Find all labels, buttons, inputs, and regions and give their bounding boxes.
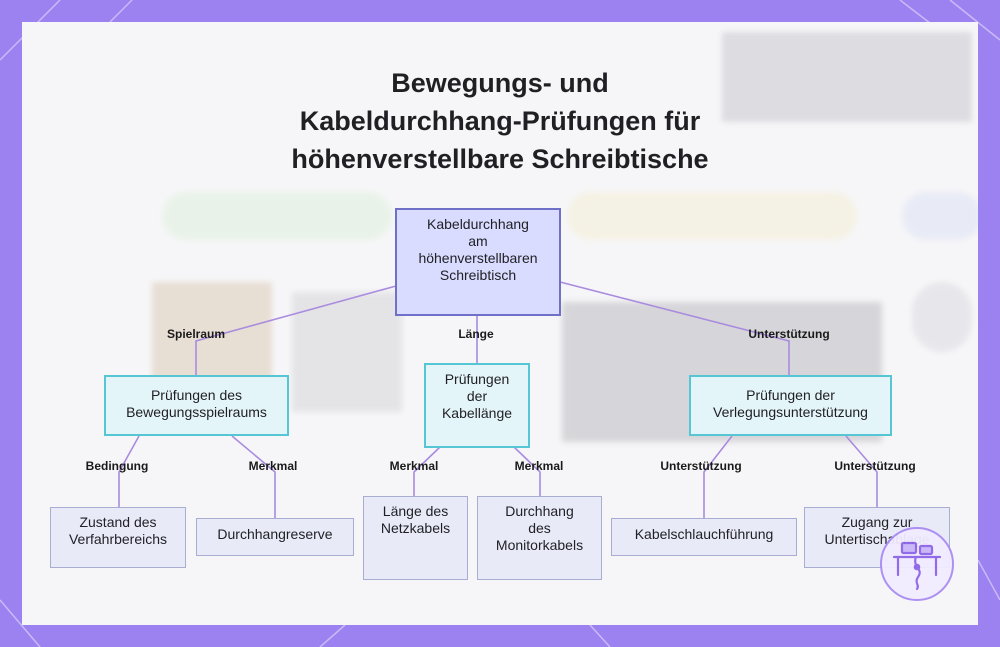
edge-label-merkmal-slack: Merkmal bbox=[249, 459, 298, 473]
node-monitor-cable-sag: Durchhang des Monitorkabels bbox=[477, 496, 602, 580]
edge-routing-hose bbox=[704, 436, 732, 518]
edge-label-bedingung: Bedingung bbox=[86, 459, 149, 473]
edge-label-laenge: Länge bbox=[458, 327, 493, 341]
edge-label-unterstuetzung-tray: Unterstützung bbox=[834, 459, 915, 473]
node-power-cable-length: Länge des Netzkabels bbox=[363, 496, 468, 580]
edge-label-unterstuetzung-hose: Unterstützung bbox=[660, 459, 741, 473]
edge-root-movement bbox=[196, 286, 396, 375]
node-root: Kabeldurchhang am höhenverstellbaren Sch… bbox=[395, 208, 561, 316]
edge-label-spielraum: Spielraum bbox=[167, 327, 225, 341]
desk-icon bbox=[882, 529, 952, 599]
node-movement: Prüfungen des Bewegungsspielraums bbox=[104, 375, 289, 436]
node-routing: Prüfungen der Verlegungsunterstützung bbox=[689, 375, 892, 436]
edge-label-merkmal-monitor: Merkmal bbox=[515, 459, 564, 473]
desk-cable-badge-icon bbox=[880, 527, 954, 601]
node-slack-reserve: Durchhangreserve bbox=[196, 518, 354, 556]
node-cable-hose: Kabelschlauchführung bbox=[611, 518, 797, 556]
edge-label-merkmal-power: Merkmal bbox=[390, 459, 439, 473]
node-range-condition: Zustand des Verfahrbereichs bbox=[50, 507, 186, 568]
node-length: Prüfungen der Kabellänge bbox=[424, 363, 530, 448]
edge-movement-slack bbox=[232, 436, 275, 518]
diagram-card: Bewegungs- und Kabeldurchhang-Prüfungen … bbox=[22, 22, 978, 625]
edge-label-unterstuetzung: Unterstützung bbox=[748, 327, 829, 341]
